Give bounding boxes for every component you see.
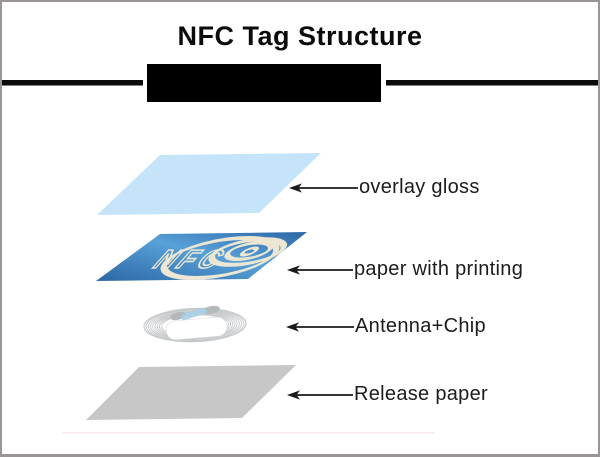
label-antenna-chip: Antenna+Chip xyxy=(355,315,486,337)
divider-line-right xyxy=(386,80,598,86)
arrow-paper-with-printing xyxy=(287,265,353,275)
label-paper-with-printing: paper with printing xyxy=(354,258,524,280)
chip-strip xyxy=(181,307,207,321)
layer-release-paper xyxy=(86,365,296,420)
label-overlay-gloss: overlay gloss xyxy=(359,176,480,198)
arrow-antenna-chip xyxy=(286,322,354,332)
redacted-block xyxy=(147,64,381,102)
label-release-paper: Release paper xyxy=(354,383,488,405)
faint-artifact-line xyxy=(62,432,435,434)
arrow-release-paper xyxy=(287,390,353,400)
page-title: NFC Tag Structure xyxy=(177,21,423,51)
arrow-overlay-gloss xyxy=(289,183,358,193)
callout-arrows xyxy=(286,183,358,400)
layer-overlay-gloss xyxy=(97,153,321,215)
antenna-inner-window xyxy=(165,316,228,341)
divider-line-left xyxy=(2,80,143,86)
antenna-lead-notch xyxy=(187,339,198,343)
